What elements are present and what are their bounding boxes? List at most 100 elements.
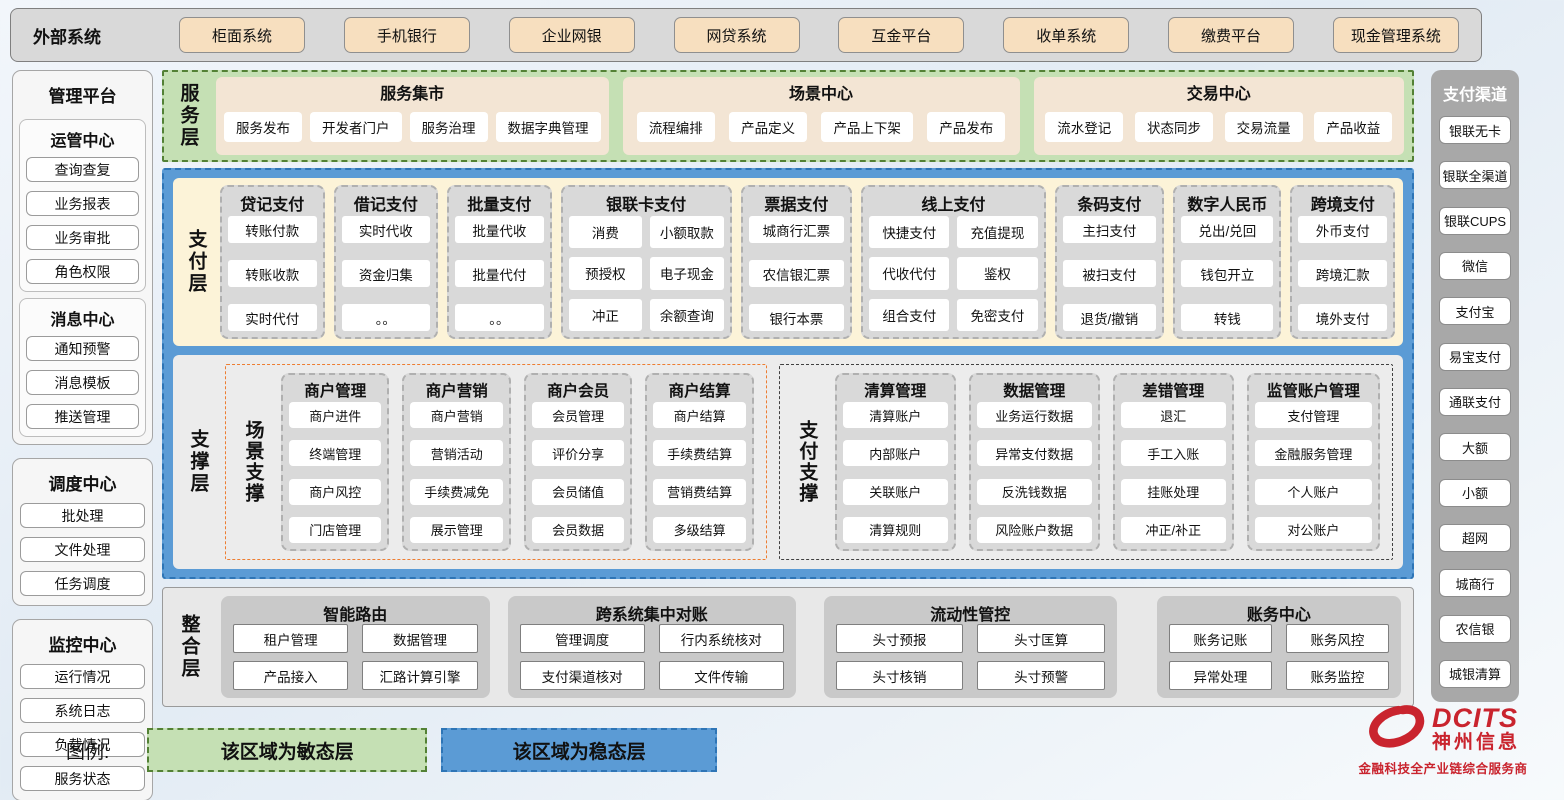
payment-item-button[interactable]: 境外支付 bbox=[1298, 304, 1387, 331]
payment-item-button[interactable]: 鉴权 bbox=[957, 257, 1038, 290]
payment-item-button[interactable]: 钱包开立 bbox=[1181, 260, 1274, 287]
payment-item-button[interactable]: 冲正 bbox=[568, 298, 643, 331]
channel-button[interactable]: 银联全渠道 bbox=[1439, 161, 1511, 190]
integration-item-button[interactable]: 异常处理 bbox=[1168, 661, 1272, 690]
external-system-button[interactable]: 互金平台 bbox=[838, 17, 965, 53]
integration-item-button[interactable]: 账务监控 bbox=[1285, 661, 1389, 690]
support-item-button[interactable]: 商户进件 bbox=[289, 402, 382, 428]
service-button[interactable]: 服务治理 bbox=[409, 111, 488, 142]
menu-button[interactable]: 业务报表 bbox=[26, 191, 139, 216]
payment-item-button[interactable]: 消费 bbox=[568, 216, 643, 249]
menu-button[interactable]: 运行情况 bbox=[20, 664, 145, 689]
support-item-button[interactable]: 金融服务管理 bbox=[1254, 440, 1372, 467]
channel-button[interactable]: 小额 bbox=[1439, 478, 1511, 507]
payment-item-button[interactable]: 银行本票 bbox=[748, 304, 845, 331]
payment-item-button[interactable]: 城商行汇票 bbox=[748, 216, 845, 243]
integration-item-button[interactable]: 账务风控 bbox=[1285, 624, 1389, 653]
menu-button[interactable]: 业务审批 bbox=[26, 225, 139, 250]
support-item-button[interactable]: 商户风控 bbox=[289, 478, 382, 505]
channel-button[interactable]: 超网 bbox=[1439, 523, 1511, 552]
service-button[interactable]: 数据字典管理 bbox=[495, 111, 601, 142]
support-item-button[interactable]: 业务运行数据 bbox=[976, 402, 1092, 428]
payment-item-button[interactable]: 小额取款 bbox=[650, 216, 724, 249]
external-system-button[interactable]: 现金管理系统 bbox=[1332, 17, 1459, 53]
integration-item-button[interactable]: 租户管理 bbox=[233, 624, 349, 653]
support-item-button[interactable]: 营销活动 bbox=[410, 440, 503, 467]
menu-button[interactable]: 角色权限 bbox=[26, 259, 139, 284]
payment-item-button[interactable]: 快捷支付 bbox=[869, 216, 950, 249]
integration-item-button[interactable]: 账务记账 bbox=[1168, 624, 1272, 653]
support-item-button[interactable]: 清算账户 bbox=[842, 402, 948, 428]
support-item-button[interactable]: 商户营销 bbox=[410, 402, 503, 428]
support-item-button[interactable]: 营销费结算 bbox=[653, 478, 746, 505]
menu-button[interactable]: 服务状态 bbox=[20, 766, 145, 791]
channel-button[interactable]: 大额 bbox=[1439, 433, 1511, 462]
payment-item-button[interactable]: 被扫支付 bbox=[1062, 260, 1157, 287]
support-item-button[interactable]: 异常支付数据 bbox=[976, 440, 1092, 467]
external-system-button[interactable]: 企业网银 bbox=[508, 17, 635, 53]
integration-item-button[interactable]: 产品接入 bbox=[233, 661, 349, 690]
support-item-button[interactable]: 门店管理 bbox=[289, 516, 382, 543]
service-button[interactable]: 流程编排 bbox=[636, 111, 715, 142]
menu-button[interactable]: 推送管理 bbox=[26, 404, 139, 429]
channel-button[interactable]: 城银清算 bbox=[1439, 659, 1511, 688]
service-button[interactable]: 状态同步 bbox=[1134, 111, 1213, 142]
external-system-button[interactable]: 收单系统 bbox=[1003, 17, 1130, 53]
payment-item-button[interactable]: 批量代付 bbox=[455, 260, 544, 287]
service-button[interactable]: 产品定义 bbox=[729, 111, 808, 142]
payment-item-button[interactable]: 免密支付 bbox=[957, 298, 1038, 331]
channel-button[interactable]: 银联无卡 bbox=[1439, 116, 1511, 144]
support-item-button[interactable]: 退汇 bbox=[1120, 402, 1226, 428]
payment-item-button[interactable]: 充值提现 bbox=[957, 216, 1038, 249]
support-item-button[interactable]: 对公账户 bbox=[1254, 516, 1372, 543]
external-system-button[interactable]: 手机银行 bbox=[343, 17, 470, 53]
payment-item-button[interactable]: 转钱 bbox=[1181, 304, 1274, 331]
external-system-button[interactable]: 柜面系统 bbox=[179, 17, 305, 53]
channel-button[interactable]: 微信 bbox=[1439, 251, 1511, 280]
payment-item-button[interactable]: 余额查询 bbox=[650, 298, 724, 331]
service-button[interactable]: 产品上下架 bbox=[821, 111, 913, 142]
payment-item-button[interactable]: 代收代付 bbox=[869, 257, 950, 290]
external-system-button[interactable]: 缴费平台 bbox=[1168, 17, 1295, 53]
integration-item-button[interactable]: 支付渠道核对 bbox=[519, 661, 645, 690]
menu-button[interactable]: 查询查复 bbox=[26, 157, 139, 182]
support-item-button[interactable]: 多级结算 bbox=[653, 516, 746, 543]
support-item-button[interactable]: 清算规则 bbox=[842, 516, 948, 543]
menu-button[interactable]: 消息模板 bbox=[26, 370, 139, 395]
payment-item-button[interactable]: 。。 bbox=[341, 304, 431, 331]
service-button[interactable]: 交易流量 bbox=[1224, 111, 1303, 142]
menu-button[interactable]: 文件处理 bbox=[20, 537, 145, 562]
support-item-button[interactable]: 会员储值 bbox=[531, 478, 625, 505]
menu-button[interactable]: 负载情况 bbox=[20, 732, 145, 757]
integration-item-button[interactable]: 头寸核销 bbox=[835, 661, 964, 690]
menu-button[interactable]: 系统日志 bbox=[20, 698, 145, 723]
payment-item-button[interactable]: 兑出/兑回 bbox=[1181, 216, 1274, 243]
support-item-button[interactable]: 风险账户数据 bbox=[976, 516, 1092, 543]
support-item-button[interactable]: 关联账户 bbox=[842, 478, 948, 505]
payment-item-button[interactable]: 退货/撤销 bbox=[1062, 304, 1157, 331]
support-item-button[interactable]: 会员数据 bbox=[531, 516, 625, 543]
support-item-button[interactable]: 手续费结算 bbox=[653, 440, 746, 467]
payment-item-button[interactable]: 。。 bbox=[455, 304, 544, 331]
support-item-button[interactable]: 手续费减免 bbox=[410, 478, 503, 505]
service-button[interactable]: 流水登记 bbox=[1045, 111, 1124, 142]
integration-item-button[interactable]: 汇路计算引擎 bbox=[362, 661, 478, 690]
support-item-button[interactable]: 个人账户 bbox=[1254, 478, 1372, 505]
service-button[interactable]: 产品发布 bbox=[927, 111, 1006, 142]
support-item-button[interactable]: 挂账处理 bbox=[1120, 478, 1226, 505]
support-item-button[interactable]: 会员管理 bbox=[531, 402, 625, 428]
payment-item-button[interactable]: 主扫支付 bbox=[1062, 216, 1157, 243]
channel-button[interactable]: 支付宝 bbox=[1439, 297, 1511, 326]
support-item-button[interactable]: 商户结算 bbox=[653, 402, 746, 428]
external-system-button[interactable]: 网贷系统 bbox=[673, 17, 800, 53]
service-button[interactable]: 开发者门户 bbox=[310, 111, 402, 142]
integration-item-button[interactable]: 头寸预报 bbox=[835, 624, 964, 653]
integration-item-button[interactable]: 数据管理 bbox=[362, 624, 478, 653]
menu-button[interactable]: 任务调度 bbox=[20, 571, 145, 596]
channel-button[interactable]: 通联支付 bbox=[1439, 387, 1511, 416]
support-item-button[interactable]: 反洗钱数据 bbox=[976, 478, 1092, 505]
support-item-button[interactable]: 评价分享 bbox=[531, 440, 625, 467]
integration-item-button[interactable]: 管理调度 bbox=[519, 624, 645, 653]
channel-button[interactable]: 城商行 bbox=[1439, 569, 1511, 598]
integration-item-button[interactable]: 头寸匡算 bbox=[977, 624, 1105, 653]
